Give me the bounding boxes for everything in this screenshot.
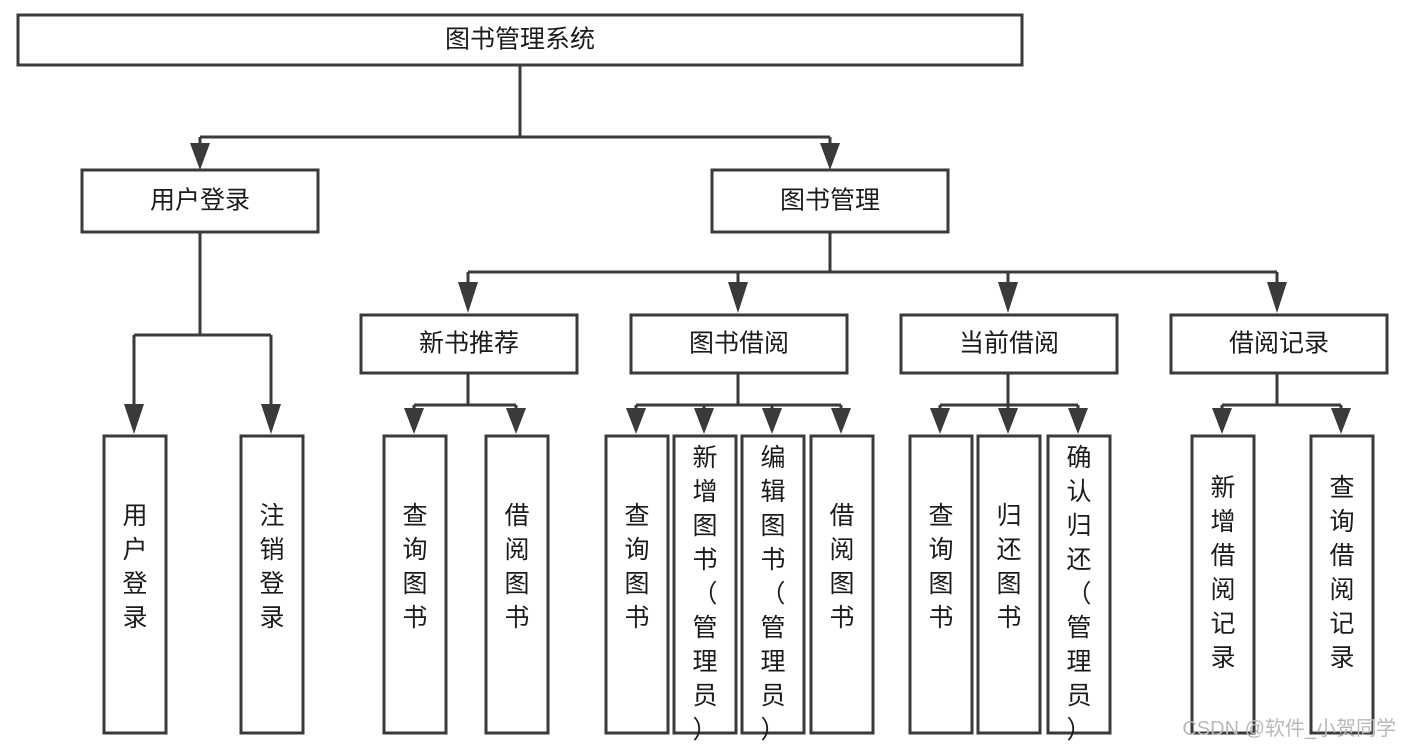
node-root-box[interactable] — [16, 13, 1024, 67]
node-leaf-user-login-box[interactable] — [102, 434, 168, 735]
arrow-head-leaf-confirm-return — [1068, 408, 1088, 434]
node-current-borrow-label: 当前借阅 — [959, 330, 1059, 358]
node-leaf-logout-login-box[interactable] — [239, 434, 305, 735]
node-leaf-borrow-book-2-label: 借阅图书 — [829, 502, 854, 632]
arrow-head-leaf-add-book — [694, 408, 714, 434]
arrow-head-user-login — [190, 143, 210, 170]
node-leaf-add-borrow-record[interactable]: 新增借阅记录 — [1190, 434, 1256, 735]
node-borrow-record-label: 借阅记录 — [1229, 330, 1329, 358]
arrow-head-book-borrow — [728, 282, 748, 313]
node-leaf-query-book-2-box[interactable] — [604, 434, 670, 735]
node-root-label: 图书管理系统 — [445, 26, 595, 54]
node-leaf-borrow-book-1-label: 借阅图书 — [504, 502, 529, 632]
arrow-head-leaf-borrow-book-2 — [831, 408, 851, 434]
arrow-head-leaf-query-book-2 — [626, 408, 646, 434]
arrow-head-leaf-edit-book — [762, 408, 782, 434]
node-new-book-recommend-label: 新书推荐 — [419, 330, 519, 358]
node-user-login-label: 用户登录 — [150, 187, 250, 215]
watermark-label: CSDN @软件_小贺同学 — [1182, 717, 1396, 740]
node-book-borrow[interactable]: 图书借阅 — [629, 313, 849, 375]
arrow-head-leaf-query-borrow-record — [1331, 408, 1351, 434]
node-leaf-edit-book-box[interactable] — [740, 434, 806, 735]
arrow-head-leaf-return-book — [998, 408, 1018, 434]
node-leaf-query-book-3-box[interactable] — [908, 434, 974, 735]
node-leaf-add-borrow-record-box[interactable] — [1190, 434, 1256, 735]
node-root[interactable]: 图书管理系统 — [16, 13, 1024, 67]
arrow-head-current-borrow — [998, 282, 1018, 313]
node-user-login-box[interactable] — [80, 168, 320, 234]
node-book-borrow-label: 图书借阅 — [689, 330, 789, 358]
node-leaf-edit-book-label: 编辑图书（管理员） — [760, 444, 785, 744]
arrow-head-book-manage — [820, 143, 840, 170]
node-new-book-recommend[interactable]: 新书推荐 — [359, 313, 579, 375]
node-leaf-return-book[interactable]: 归还图书 — [976, 434, 1042, 735]
node-leaf-query-book-3[interactable]: 查询图书 — [908, 434, 974, 735]
node-user-login[interactable]: 用户登录 — [80, 168, 320, 234]
arrow-head-leaf-add-borrow-record — [1212, 408, 1232, 434]
node-leaf-add-book-box[interactable] — [672, 434, 738, 735]
node-new-book-recommend-box[interactable] — [359, 313, 579, 375]
arrow-head-leaf-logout-login — [261, 404, 281, 434]
node-leaf-return-book-box[interactable] — [976, 434, 1042, 735]
arrow-head-leaf-query-book-3 — [930, 408, 950, 434]
arrow-head-borrow-record — [1267, 282, 1287, 313]
node-book-borrow-box[interactable] — [629, 313, 849, 375]
node-leaf-query-borrow-record-box[interactable] — [1309, 434, 1375, 735]
node-leaf-borrow-book-1[interactable]: 借阅图书 — [484, 434, 550, 735]
node-leaf-logout-login-label: 注销登录 — [259, 502, 284, 632]
node-leaf-query-book-2-label: 查询图书 — [624, 502, 649, 632]
node-leaf-user-login[interactable]: 用户登录 — [102, 434, 168, 735]
arrow-head-leaf-user-login — [124, 404, 144, 434]
node-leaf-add-borrow-record-label: 新增借阅记录 — [1210, 474, 1235, 672]
node-leaf-return-book-label: 归还图书 — [996, 502, 1021, 632]
node-borrow-record-box[interactable] — [1169, 313, 1389, 375]
node-leaf-user-login-label: 用户登录 — [122, 502, 147, 632]
node-leaf-logout-login[interactable]: 注销登录 — [239, 434, 305, 735]
node-leaf-confirm-return[interactable]: 确认归还（管理员） — [1046, 434, 1112, 744]
node-leaf-query-borrow-record[interactable]: 查询借阅记录 — [1309, 434, 1375, 735]
node-book-manage[interactable]: 图书管理 — [710, 168, 950, 234]
arrow-head-leaf-borrow-book-1 — [506, 408, 526, 434]
node-leaf-query-book-2[interactable]: 查询图书 — [604, 434, 670, 735]
node-book-manage-label: 图书管理 — [780, 187, 880, 215]
node-leaf-query-book-3-label: 查询图书 — [928, 502, 953, 632]
connector-layer — [124, 65, 1351, 434]
node-current-borrow-box[interactable] — [899, 313, 1119, 375]
node-current-borrow[interactable]: 当前借阅 — [899, 313, 1119, 375]
node-leaf-query-book-1-label: 查询图书 — [402, 502, 427, 632]
arrow-head-new-book-recommend — [458, 282, 478, 313]
node-leaf-edit-book[interactable]: 编辑图书（管理员） — [740, 434, 806, 744]
node-leaf-query-book-1[interactable]: 查询图书 — [382, 434, 448, 735]
node-leaf-add-book-label: 新增图书（管理员） — [692, 444, 717, 744]
node-leaf-query-book-1-box[interactable] — [382, 434, 448, 735]
node-leaf-query-borrow-record-label: 查询借阅记录 — [1329, 474, 1354, 672]
node-leaf-borrow-book-2[interactable]: 借阅图书 — [809, 434, 875, 735]
node-leaf-confirm-return-label: 确认归还（管理员） — [1066, 444, 1091, 744]
node-leaf-borrow-book-2-box[interactable] — [809, 434, 875, 735]
arrow-head-leaf-query-book-1 — [404, 408, 424, 434]
node-leaf-borrow-book-1-box[interactable] — [484, 434, 550, 735]
node-borrow-record[interactable]: 借阅记录 — [1169, 313, 1389, 375]
node-leaf-confirm-return-box[interactable] — [1046, 434, 1112, 735]
node-book-manage-box[interactable] — [710, 168, 950, 234]
node-leaf-add-book[interactable]: 新增图书（管理员） — [672, 434, 738, 744]
